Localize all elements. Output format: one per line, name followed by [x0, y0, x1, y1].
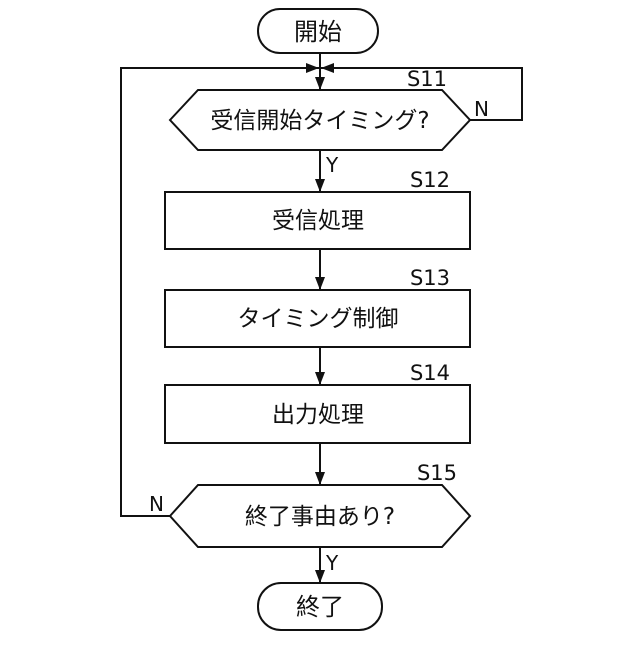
decision-s15-label: 終了事由あり?	[245, 504, 395, 530]
decision-s11-no-label: N	[474, 97, 489, 121]
process-s14-label: 出力処理	[272, 402, 364, 428]
decision-s11-shape	[168, 89, 472, 151]
process-s12-shape	[164, 191, 471, 250]
end-terminal-label: 終了	[296, 593, 344, 621]
connector-s15-no-loop	[120, 63, 319, 517]
decision-s15-yes-label: Y	[325, 551, 339, 575]
decision-s11-label: 受信開始タイミング?	[210, 108, 429, 134]
process-s13-step-id: S13	[410, 266, 450, 290]
connectors	[120, 53, 523, 583]
connector-s11-no-loop	[321, 63, 523, 121]
decision-s15-no-label: N	[149, 492, 164, 516]
decision-s11-yes-label: Y	[325, 153, 339, 177]
decision-s15-shape	[168, 484, 472, 548]
process-s13-label: タイミング制御	[238, 306, 399, 332]
decision-s15-step-id: S15	[417, 461, 457, 485]
process-s12-step-id: S12	[410, 168, 450, 192]
decision-s11-step-id: S11	[407, 67, 447, 91]
process-s14-step-id: S14	[410, 361, 450, 385]
end-terminal-shape	[257, 582, 383, 631]
start-terminal-shape	[257, 8, 379, 54]
start-terminal-label: 開始	[294, 18, 342, 46]
process-s14-shape	[164, 384, 471, 444]
process-s12-label: 受信処理	[272, 208, 364, 234]
process-s13-shape	[164, 289, 471, 348]
